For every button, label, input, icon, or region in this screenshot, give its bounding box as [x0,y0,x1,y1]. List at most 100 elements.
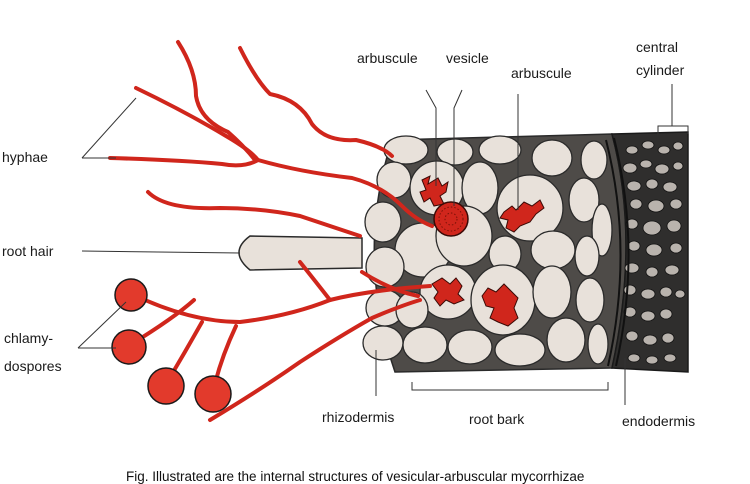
label-central-cylinder-line2: cylinder [636,62,685,78]
arbuscule-structure [481,283,519,327]
label-root-hair: root hair [2,243,54,259]
cortex-cell [402,326,448,364]
label-central-cylinder-line1: central [636,39,678,55]
label-arbuscule-right: arbuscule [511,65,572,81]
root-hair [238,235,363,271]
cortex-cell [395,291,429,329]
root-bark-cells [362,135,613,367]
chlamydospore [111,329,147,365]
cortex-cell [587,323,609,365]
vascular-cell [674,289,686,299]
cortex-cell [580,140,608,180]
cortex-cell [574,235,600,277]
vascular-cell [672,141,684,151]
vascular-cell [672,161,684,171]
label-endodermis: endodermis [622,413,695,429]
central-cylinder-cells [622,140,686,365]
vascular-cell [662,181,678,193]
arbuscules [419,175,545,327]
label-vesicle: vesicle [446,50,489,66]
vascular-cell [666,219,682,233]
hypha-strand [146,190,362,238]
hyphae-network [108,40,434,422]
vascular-cell [669,242,683,254]
cortex-cell [568,177,600,223]
cortex-cell [478,135,522,165]
hypha-strand [256,158,434,228]
vascular-cell [640,288,656,300]
chlamydospores [111,278,232,413]
cortex-cell [447,329,493,365]
vascular-cell [654,163,670,175]
vesicle-dot-texture [438,206,464,232]
label-arbuscule-left: arbuscule [357,50,418,66]
vascular-cell [657,145,671,155]
hypha-strand [298,260,332,302]
hypha-strand [208,298,422,422]
vascular-cell [647,199,665,213]
cortex-cell [362,325,404,361]
vascular-cell [623,306,637,318]
vesicle-dot-texture [444,212,458,226]
vascular-cell [641,140,655,150]
label-hyphae: hyphae [2,149,48,165]
vascular-cell [624,262,640,274]
figure-caption: Fig. Illustrated are the internal struct… [126,469,584,484]
hypha-strand [238,46,394,158]
vascular-cell [625,218,639,230]
vascular-cell [627,240,641,252]
central-cylinder-bracket [657,125,689,134]
hypha-strand [108,156,260,168]
vascular-cell [627,353,641,363]
root-bark-bracket [411,382,609,391]
arbuscule-structure [499,199,545,233]
cortex-cell [365,246,405,288]
vascular-cell [623,284,637,296]
cortex-cell [530,230,576,270]
vascular-cell [640,310,656,322]
cortex-cell [494,333,546,367]
vascular-cell [645,243,663,257]
leader-lines [77,84,689,405]
cortex-cell [364,201,402,243]
vascular-cell [642,220,662,236]
cortex-cell [532,265,572,319]
hypha-strand [360,270,420,298]
vascular-cell [629,198,643,210]
vascular-cell [626,180,642,192]
vascular-cell [625,330,639,342]
cortex-cell [575,277,605,323]
label-root-bark: root bark [469,411,525,427]
label-rhizodermis: rhizodermis [322,409,394,425]
chlamydospores-leader [77,301,127,349]
cortex-cell [531,139,573,177]
endodermis-line-inner [613,137,630,367]
vascular-cell [645,178,659,190]
vascular-cell [659,308,673,320]
vascular-cell [645,355,659,365]
hypha-strand [130,284,432,324]
hypha-strand [134,86,260,162]
cortex-cell [591,203,613,257]
labels: hyphae root hair chlamy- dospores arbusc… [2,39,695,484]
cortex-cell [436,138,474,166]
vascular-cell [645,266,659,278]
cortex-cell [383,135,429,165]
arbuscule-leader [425,89,437,186]
vascular-cell [622,162,638,174]
chlamydospore [114,278,148,312]
hyphae-leader [81,97,137,159]
label-chlamydospores-line2: dospores [4,358,62,374]
hypha-strand [176,40,257,162]
vascular-cell [663,353,677,363]
arbuscule-structure [419,175,449,207]
root-hair-leader [81,250,241,254]
arbuscule-structure [431,277,465,307]
vascular-cell [639,159,653,169]
label-chlamydospores-line1: chlamy- [4,330,53,346]
vascular-cell [661,332,675,344]
vesicle-structure [433,201,469,237]
endodermis-layer [605,137,630,367]
cortex-cell [546,317,586,363]
